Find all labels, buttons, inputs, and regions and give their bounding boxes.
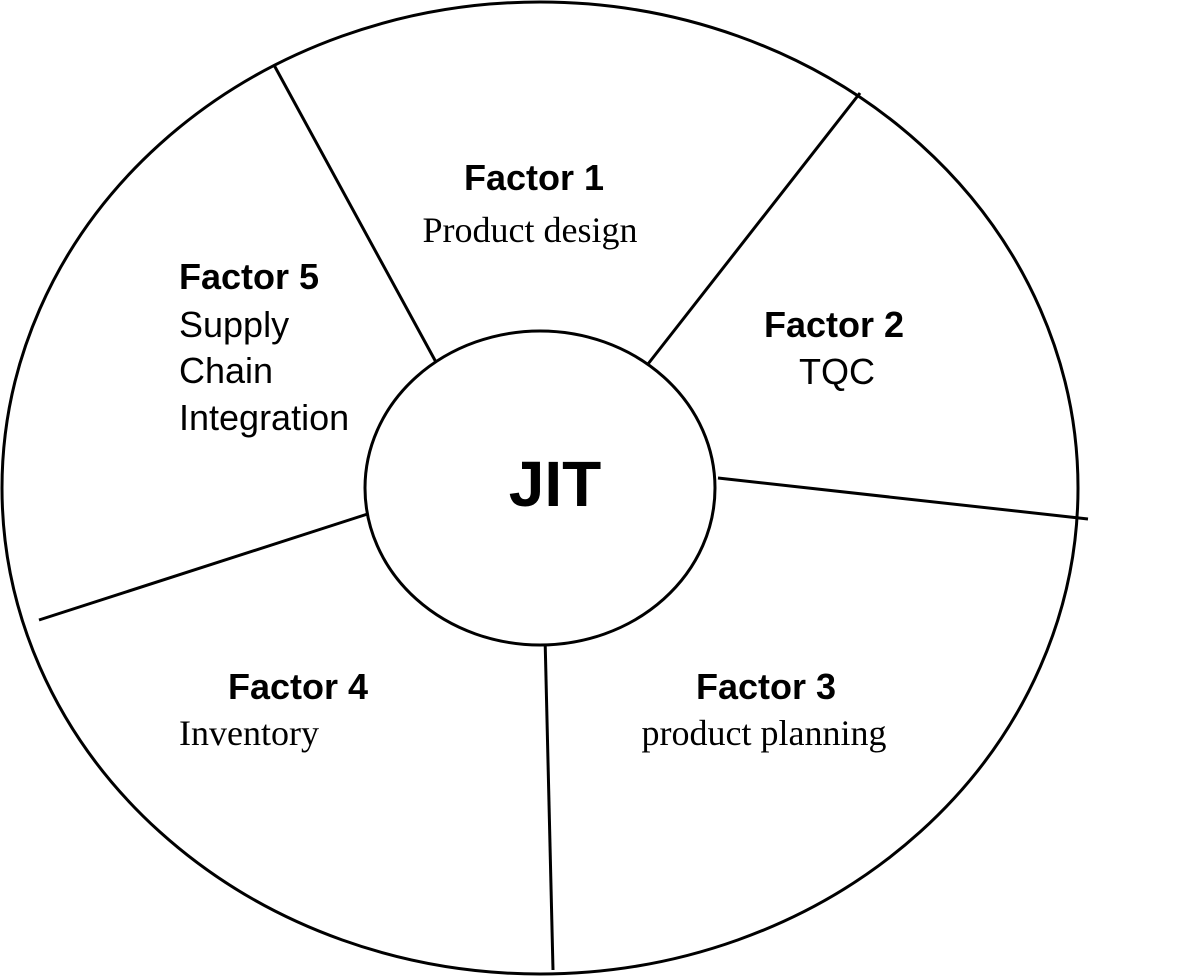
center-hub xyxy=(363,329,717,647)
factor-5-description-line-3: Integration xyxy=(179,397,349,438)
factor-1-segment: Factor 1 Product design xyxy=(423,157,638,250)
factor-1-description: Product design xyxy=(423,210,638,250)
factor-4-title: Factor 4 xyxy=(228,666,368,707)
factor-2-title: Factor 2 xyxy=(764,304,904,345)
factor-5-title: Factor 5 xyxy=(179,256,319,297)
divider-factor4-factor5 xyxy=(38,508,381,622)
divider-factor2-factor3 xyxy=(717,476,1089,521)
factor-3-segment: Factor 3 product planning xyxy=(642,666,887,753)
factor-3-title: Factor 3 xyxy=(696,666,836,707)
factor-3-description: product planning xyxy=(642,713,887,753)
factor-5-description-line-2: Chain xyxy=(179,350,273,391)
divider-factor5-factor1 xyxy=(272,64,439,365)
divider-factor1-factor2 xyxy=(646,92,862,365)
factor-5-description-line-1: Supply xyxy=(179,304,289,345)
factor-5-segment: Factor 5 Supply Chain Integration xyxy=(179,256,349,438)
factor-4-description: Inventory xyxy=(179,713,319,753)
factor-4-segment: Factor 4 Inventory xyxy=(179,666,368,753)
outer-ring xyxy=(0,0,1080,976)
factor-2-segment: Factor 2 TQC xyxy=(764,304,904,392)
factor-2-description: TQC xyxy=(799,351,875,392)
factor-1-title: Factor 1 xyxy=(464,157,604,198)
center-label: JIT xyxy=(509,448,601,520)
divider-factor3-factor4 xyxy=(543,635,555,971)
